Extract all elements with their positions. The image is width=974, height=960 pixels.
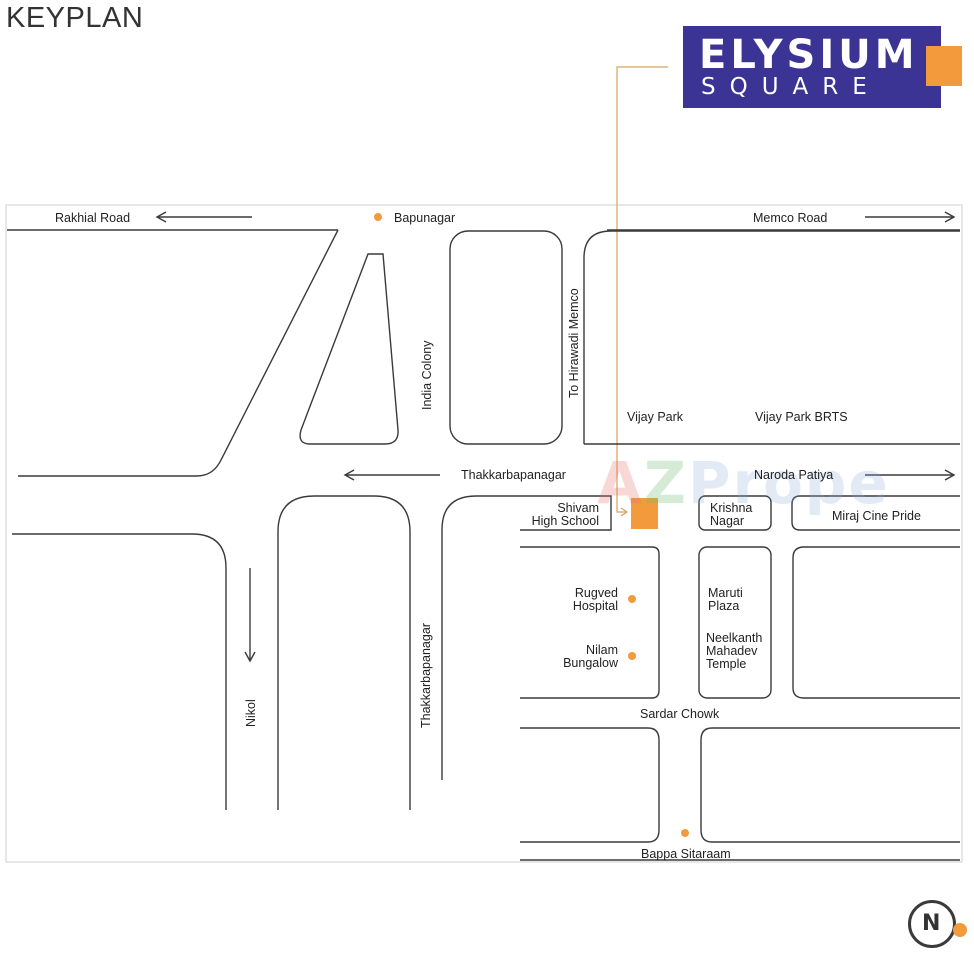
watermark-z: Z: [643, 449, 688, 517]
elysium-square-logo: ELYSIUM SQUARE: [683, 26, 941, 108]
label-memco-road: Memco Road: [753, 211, 828, 225]
marker-bapunagar-icon: [374, 213, 382, 221]
n-logo-dot: [953, 923, 967, 937]
block-india-colony: [449, 230, 563, 445]
label-bungalow: Bungalow: [563, 656, 618, 670]
label-hospital: Hospital: [572, 599, 618, 613]
logo-line1: ELYSIUM: [699, 32, 919, 78]
n-logo-letter: N: [922, 911, 941, 936]
arrow-nikol-icon: [244, 568, 256, 663]
watermark-rest: Prope: [687, 449, 890, 517]
label-vijay-park-brts: Vijay Park BRTS: [755, 410, 848, 424]
arrow-rakhial-road-icon: [155, 211, 252, 223]
block-right: [792, 546, 960, 699]
label-plaza: Plaza: [708, 599, 740, 613]
marker-rugved-icon: [628, 595, 636, 603]
label-temple: Temple: [706, 657, 747, 671]
label-high-school: High School: [531, 514, 599, 528]
label-thakkarbapanagar-vertical: Thakkarbapanagar: [419, 623, 433, 728]
label-krishna: Krishna: [710, 501, 753, 515]
site-marker-icon: [631, 498, 658, 529]
map-frame: [5, 204, 963, 863]
logo-line2: SQUARE: [701, 74, 881, 100]
leader-arrow-icon: [620, 507, 629, 517]
block-miraj: [791, 495, 960, 531]
label-nikol: Nikol: [244, 699, 258, 727]
road-thakkar-right: [441, 495, 612, 780]
label-miraj-cine-pride: Miraj Cine Pride: [832, 509, 921, 523]
label-nilam: Nilam: [586, 643, 618, 657]
block-left-top: [18, 229, 339, 477]
marker-nilam-icon: [628, 652, 636, 660]
marker-bappa-icon: [681, 829, 689, 837]
watermark-a: A: [597, 449, 644, 517]
label-to-hirawadi-memco: To Hirawadi Memco: [567, 288, 581, 398]
label-nagar: Nagar: [710, 514, 745, 528]
label-bappa-sitaraam: Bappa Sitaraam: [641, 847, 731, 861]
n-logo-icon: N: [908, 900, 967, 948]
block-krishna-nagar: [698, 495, 772, 531]
block-lower-left: [12, 533, 227, 810]
label-rakhial-road: Rakhial Road: [55, 211, 131, 225]
label-vijay-park: Vijay Park: [627, 410, 684, 424]
label-india-colony: India Colony: [420, 340, 434, 411]
arrow-memco-road-icon: [865, 211, 956, 223]
block-maruti: [698, 546, 772, 699]
block-triangle: [299, 253, 399, 445]
label-rugved: Rugved: [574, 586, 618, 600]
arrow-thakkarbapanagar-icon: [343, 469, 440, 481]
label-mahadev: Mahadev: [706, 644, 758, 658]
site-leader-line: [616, 66, 668, 513]
arrow-naroda-patiya-icon: [865, 469, 956, 481]
page-heading: KEYPLAN: [6, 2, 144, 34]
logo-orange-square: [926, 46, 962, 86]
label-neelkanth: Neelkanth: [706, 631, 763, 645]
watermark: AZPrope: [597, 449, 890, 517]
label-maruti: Maruti: [708, 586, 743, 600]
block-rugved: [520, 546, 660, 699]
label-sardar-chowk: Sardar Chowk: [640, 707, 720, 721]
label-bapunagar: Bapunagar: [394, 211, 456, 225]
block-lower-right: [700, 727, 960, 843]
block-lower-mid: [520, 727, 660, 843]
label-shivam: Shivam: [557, 501, 599, 515]
label-thakkarbapanagar: Thakkarbapanagar: [461, 468, 566, 482]
block-vijay-park: [583, 230, 960, 445]
label-naroda-patiya: Naroda Patiya: [754, 468, 834, 482]
block-nikol: [277, 495, 411, 810]
